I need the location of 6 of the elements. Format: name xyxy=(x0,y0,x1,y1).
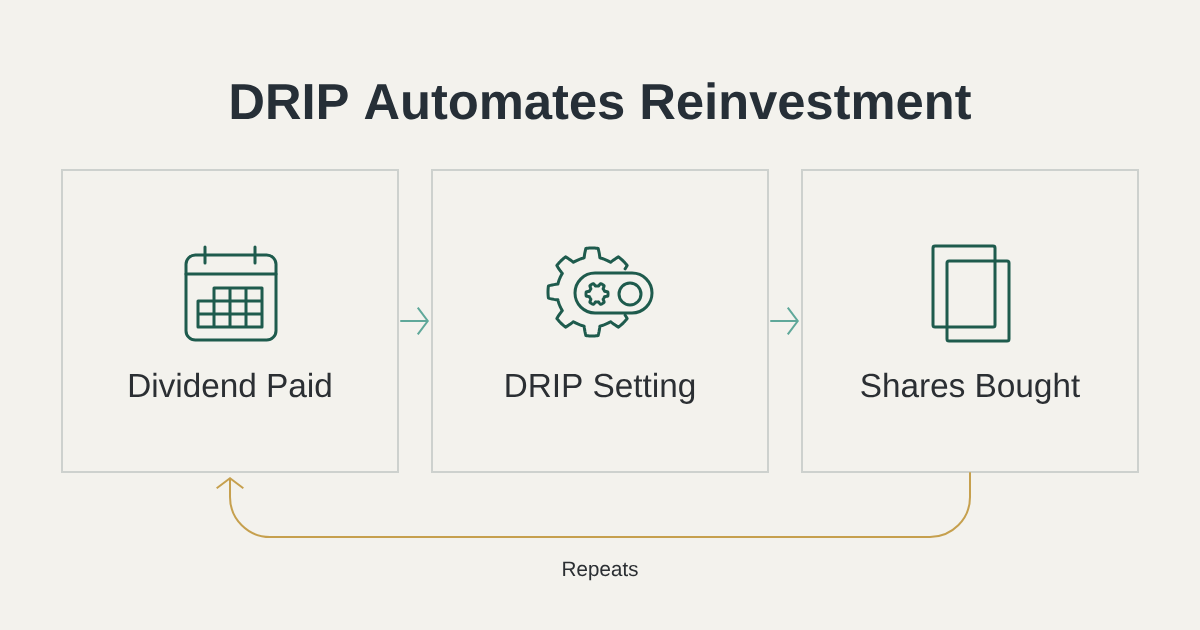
process-box: Dividend Paid xyxy=(61,169,399,473)
process-box: Shares Bought xyxy=(801,169,1139,473)
edge-label: Repeats xyxy=(563,561,638,581)
title: DRIP Automates Reinvestment xyxy=(231,82,971,120)
process-box: DRIP Setting xyxy=(431,169,769,473)
curved-arrow xyxy=(215,472,971,538)
